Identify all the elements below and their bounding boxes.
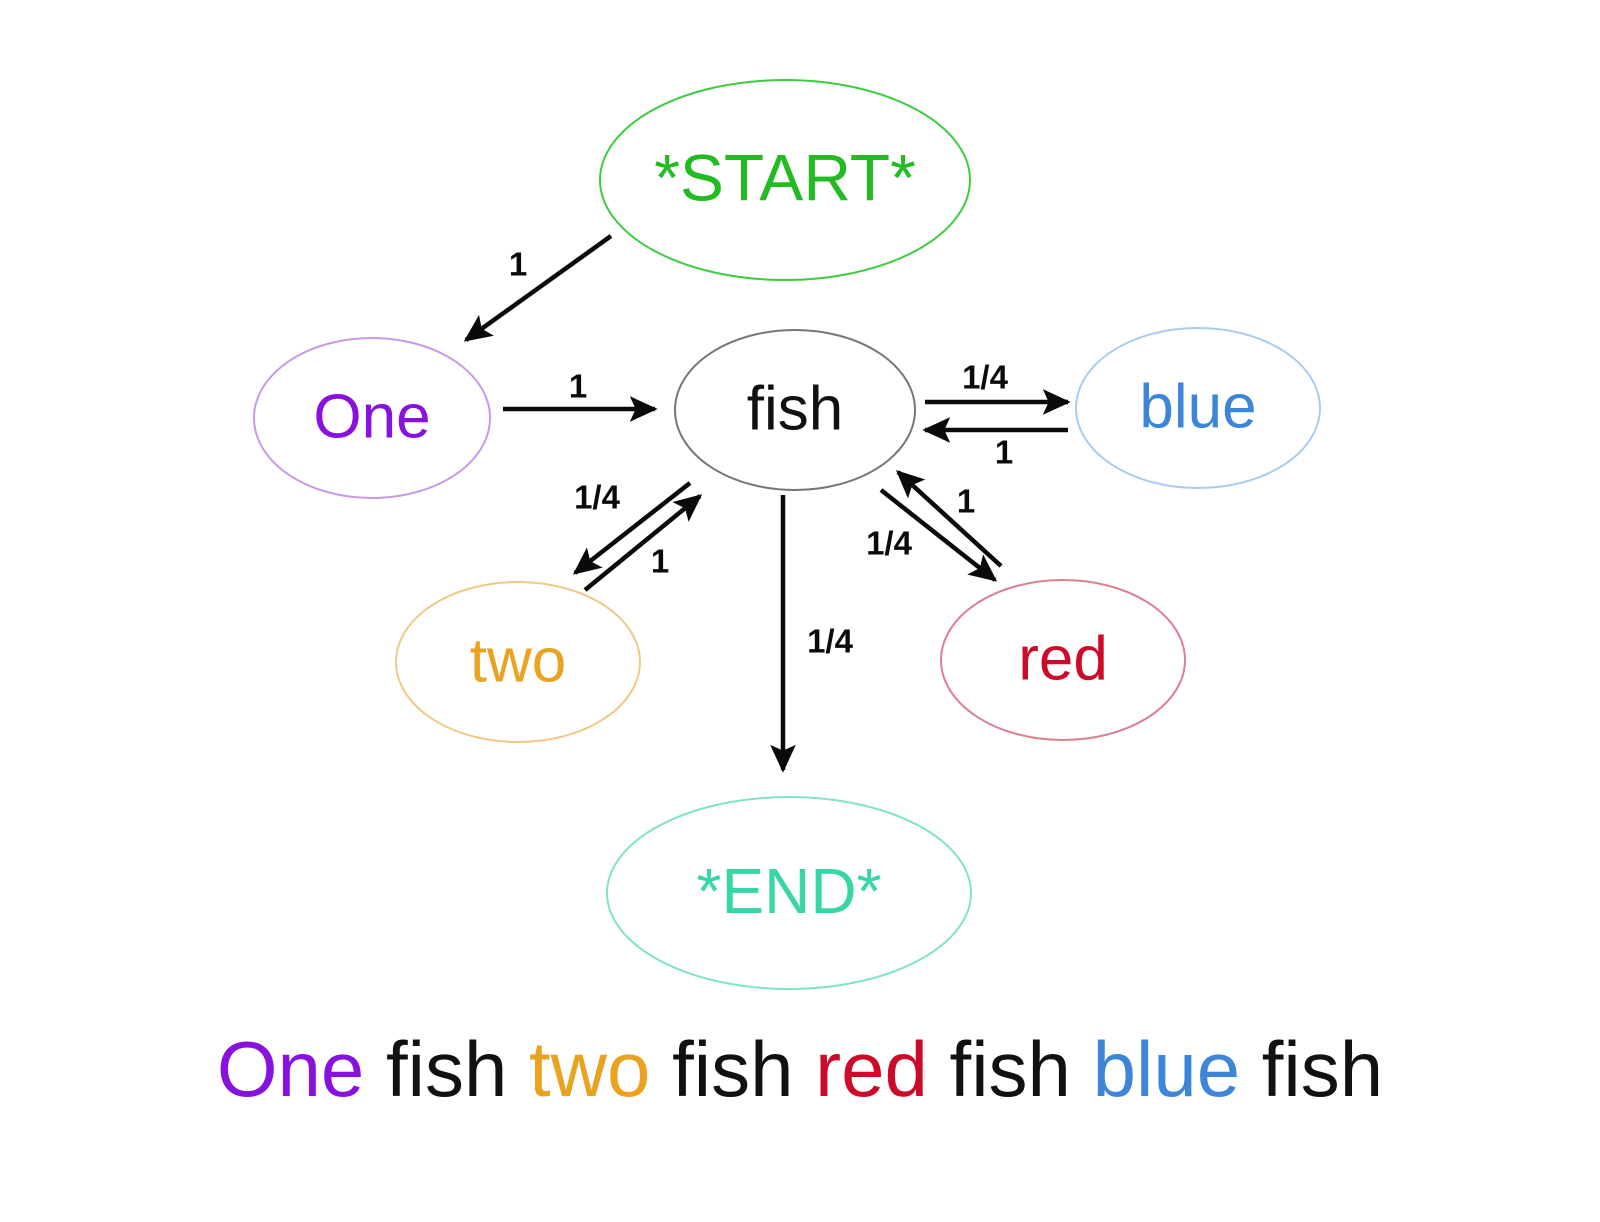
caption-word: blue <box>1093 1025 1240 1113</box>
caption-word: fish <box>950 1025 1071 1113</box>
node-ellipse-red[interactable] <box>940 579 1186 741</box>
caption-word: fish <box>672 1025 793 1113</box>
edge-weight-label: 1 <box>995 434 1013 471</box>
node-fish[interactable]: fish <box>674 329 916 491</box>
node-start[interactable]: *START* <box>599 79 971 281</box>
edge-weight-label: 1 <box>569 368 587 405</box>
edge-weight-label: 1 <box>957 483 975 520</box>
node-label-start: *START* <box>654 140 916 214</box>
edge-fish-two: 1/4 <box>572 479 692 575</box>
caption-word: fish <box>386 1025 507 1113</box>
caption-word: One <box>217 1025 364 1113</box>
node-one[interactable]: One <box>253 337 491 499</box>
caption-layer: One fish two fish red fish blue fish <box>217 1025 1383 1113</box>
caption-word: two <box>529 1025 650 1113</box>
edge-one-fish: 1 <box>503 368 658 422</box>
edge-start-one: 1 <box>463 234 613 342</box>
edge-fish-red: 1/4 <box>866 488 998 582</box>
caption-space <box>507 1025 529 1113</box>
edge-weight-label: 1/4 <box>574 479 621 516</box>
edge-weight-label: 1 <box>509 246 527 283</box>
node-label-one: One <box>313 382 430 451</box>
edge-weight-label: 1 <box>651 543 669 580</box>
node-ellipse-end[interactable] <box>606 796 972 990</box>
edge-arrow-red-fish <box>896 470 1003 568</box>
edge-red-fish: 1 <box>896 470 1003 568</box>
caption-sentence: One fish two fish red fish blue fish <box>217 1025 1383 1113</box>
edge-arrow-fish-red <box>879 488 998 582</box>
node-red[interactable]: red <box>940 579 1186 741</box>
caption-word: fish <box>1262 1025 1383 1113</box>
node-label-end: *END* <box>697 855 882 927</box>
caption-space <box>1240 1025 1262 1113</box>
edge-blue-fish: 1 <box>922 417 1068 471</box>
edge-two-fish: 1 <box>583 494 703 592</box>
caption-space <box>364 1025 386 1113</box>
node-blue[interactable]: blue <box>1075 327 1321 489</box>
edge-weight-label: 1/4 <box>866 525 913 562</box>
node-end[interactable]: *END* <box>606 796 972 990</box>
edge-fish-end: 1/4 <box>770 495 854 773</box>
node-ellipse-blue[interactable] <box>1075 327 1321 489</box>
caption-space <box>650 1025 672 1113</box>
node-ellipse-start[interactable] <box>599 79 971 281</box>
edge-weight-label: 1/4 <box>962 359 1009 396</box>
caption-space <box>1071 1025 1093 1113</box>
edge-arrow-two-fish <box>583 494 703 592</box>
edge-fish-blue: 1/4 <box>925 359 1071 415</box>
edge-arrow-start-one <box>463 234 613 342</box>
nodes-layer: *START* One fish blue two red *END* <box>253 79 1321 990</box>
caption-word: red <box>815 1025 928 1113</box>
node-ellipse-fish[interactable] <box>674 329 916 491</box>
node-two[interactable]: two <box>395 581 641 743</box>
node-label-blue: blue <box>1139 372 1256 441</box>
edge-weight-label: 1/4 <box>807 623 854 660</box>
edge-arrow-fish-two <box>572 481 692 575</box>
node-label-fish: fish <box>747 374 843 443</box>
node-ellipse-two[interactable] <box>395 581 641 743</box>
node-label-red: red <box>1018 624 1108 693</box>
caption-space <box>793 1025 815 1113</box>
node-label-two: two <box>470 626 566 695</box>
node-ellipse-one[interactable] <box>253 337 491 499</box>
caption-space <box>928 1025 950 1113</box>
